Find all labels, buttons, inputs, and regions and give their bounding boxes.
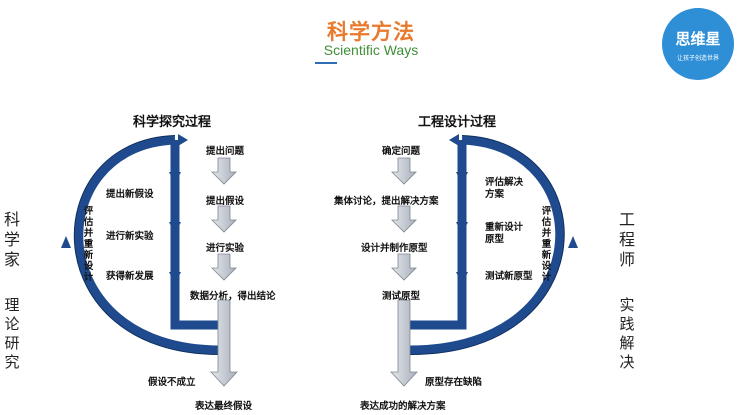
left-loop-up-arrow bbox=[61, 236, 71, 248]
right-loop-item-1: 评估解决方案 bbox=[485, 177, 524, 200]
page-subtitle: Scientific Ways bbox=[323, 42, 419, 58]
right-vertical-label: 评估并重新设计 bbox=[541, 206, 552, 283]
left-heading: 科学探究过程 bbox=[133, 115, 212, 130]
page-title: 科学方法 bbox=[327, 20, 415, 44]
left-loop-down-arrow-3 bbox=[169, 272, 181, 284]
left-loop-item-1: 提出新假设 bbox=[106, 189, 154, 200]
left-loop-item-3: 获得新发展 bbox=[106, 271, 154, 282]
right-fail-label: 原型存在缺陷 bbox=[425, 377, 483, 388]
left-final-label: 表达最终假设 bbox=[195, 401, 253, 412]
right-loop-item-2: 重新设计原型 bbox=[485, 222, 524, 245]
logo-sub-text: 让孩子创造世界 bbox=[676, 55, 719, 62]
right-step-3: 设计并制作原型 bbox=[361, 243, 428, 254]
left-step-4: 数据分析，得出结论 bbox=[190, 291, 276, 302]
left-step-arrows bbox=[210, 157, 238, 387]
right-side-subtitle: 实践解决 bbox=[619, 296, 635, 371]
left-step-1: 提出问题 bbox=[206, 146, 245, 157]
right-loop-down-arrow-3 bbox=[456, 272, 468, 284]
left-loop bbox=[74, 135, 221, 355]
left-side-title: 科学家 bbox=[3, 210, 20, 269]
right-loop bbox=[409, 135, 565, 355]
left-fail-label: 假设不成立 bbox=[148, 377, 196, 388]
right-side-title: 工程师 bbox=[618, 210, 635, 269]
left-step-2: 提出假设 bbox=[206, 196, 245, 207]
right-final-label: 表达成功的解决方案 bbox=[360, 401, 446, 412]
left-side-subtitle: 理论研究 bbox=[4, 296, 20, 371]
left-loop-down-arrow-2 bbox=[169, 222, 181, 234]
right-loop-down-arrow-2 bbox=[456, 222, 468, 234]
left-loop-top-arrow bbox=[178, 134, 188, 146]
right-loop-item-3: 测试新原型 bbox=[485, 271, 533, 282]
right-step-1: 确定问题 bbox=[382, 146, 421, 157]
title-underline bbox=[315, 62, 337, 64]
left-step-3: 进行实验 bbox=[206, 243, 245, 254]
left-loop-item-2: 进行新实验 bbox=[106, 231, 154, 242]
logo-main-text: 思维星 bbox=[675, 30, 721, 48]
right-step-2: 集体讨论，提出解决方案 bbox=[334, 196, 439, 207]
right-heading: 工程设计过程 bbox=[418, 115, 497, 130]
right-step-arrows bbox=[390, 157, 418, 387]
left-loop-down-arrow-1 bbox=[169, 172, 181, 184]
right-loop-up-arrow bbox=[568, 236, 578, 248]
right-loop-down-arrow-1 bbox=[456, 172, 468, 184]
left-vertical-label: 评估并重新设计 bbox=[83, 206, 94, 283]
right-step-4: 测试原型 bbox=[382, 291, 421, 302]
right-loop-top-arrow bbox=[449, 134, 459, 146]
brand-logo: 思维星 让孩子创造世界 bbox=[662, 8, 734, 80]
